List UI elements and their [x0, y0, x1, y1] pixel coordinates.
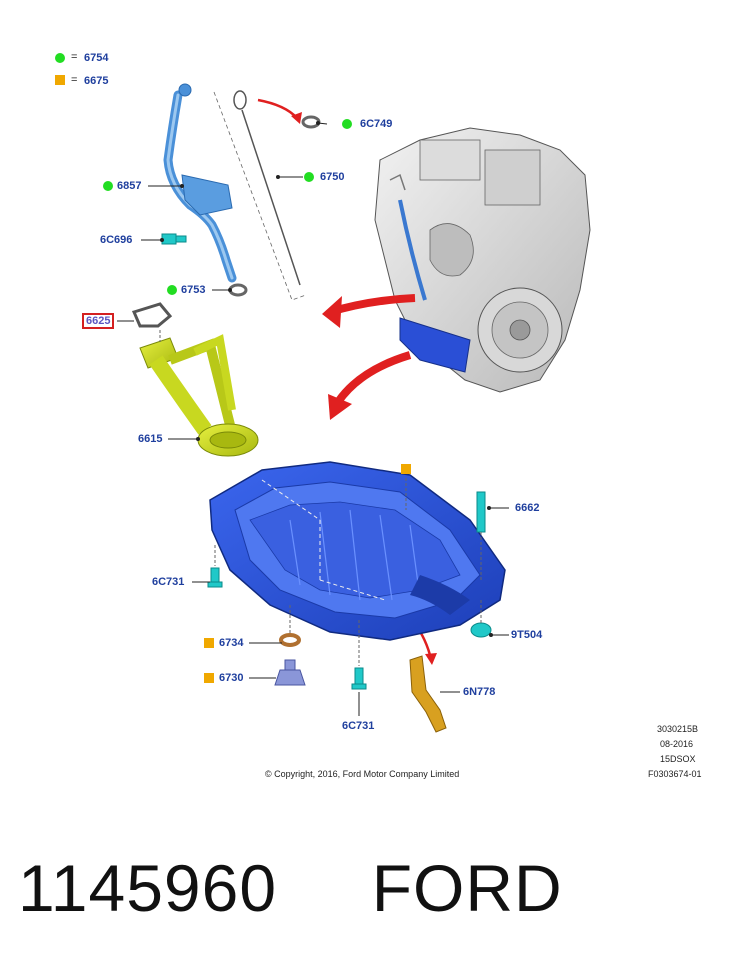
label-6734: 6734: [219, 637, 244, 649]
o-ring-6753: [228, 283, 248, 297]
label-6730: 6730: [219, 672, 244, 684]
label-6662: 6662: [515, 502, 540, 514]
exploded-parts-diagram: [103, 83, 591, 733]
label-9T504: 9T504: [511, 629, 543, 641]
orange-marker-squares: [204, 464, 411, 683]
label-6C731-bottom: 6C731: [342, 720, 375, 732]
label-6615: 6615: [138, 433, 163, 445]
label-6N778: 6N778: [463, 686, 496, 698]
green-marker-dots: [103, 119, 352, 295]
dipstick-tube: [163, 83, 237, 283]
engine-assembly: [374, 127, 591, 393]
label-6C749: 6C749: [360, 118, 393, 130]
label-6C696: 6C696: [100, 234, 133, 246]
legend-green-dot-icon: [55, 53, 65, 63]
legend-orange-eq: =: [71, 74, 78, 86]
label-6753: 6753: [181, 284, 206, 296]
label-6625-highlighted: 6625: [82, 313, 115, 329]
label-6750: 6750: [320, 171, 345, 183]
brand-name: FORD: [371, 851, 563, 925]
bolt-6C696: [161, 233, 187, 245]
sensor-9T504: [470, 600, 492, 638]
bolt-6C731-left: [207, 545, 223, 588]
part-number: 1145960: [18, 851, 278, 925]
oil-level-sensor-6N778: [409, 655, 447, 733]
dipstick: [213, 90, 307, 301]
oil-pan: [209, 461, 506, 641]
washer-6734: [279, 633, 301, 647]
red-arrow-lower: [334, 351, 412, 405]
legend-green-code: 6754: [84, 52, 109, 64]
copyright-notice: © Copyright, 2016, Ford Motor Company Li…: [265, 769, 460, 779]
bolt-6C731-bottom: [351, 620, 367, 690]
meta-ref: 3030215B: [657, 724, 699, 734]
meta-figure-id: F0303674-01: [648, 769, 702, 779]
meta-model: 15DSOX: [660, 754, 696, 764]
legend-orange-code: 6675: [84, 75, 109, 87]
legend-green-eq: =: [71, 51, 78, 63]
gasket-6625: [131, 302, 173, 328]
part-caption: 1145960 FORD: [18, 850, 563, 926]
bolt-6662: [476, 491, 486, 580]
red-arrow-dipstick: [257, 98, 298, 119]
legend-orange-square-icon: [55, 75, 65, 85]
drain-plug-6730: [274, 659, 306, 686]
label-6C731-left: 6C731: [152, 576, 185, 588]
meta-date: 08-2016: [660, 739, 694, 749]
label-6857: 6857: [117, 180, 142, 192]
